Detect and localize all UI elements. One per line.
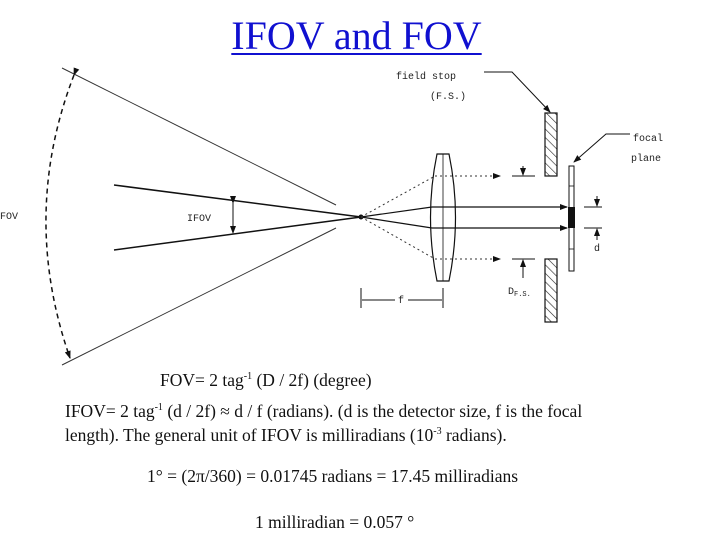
ifov-lower-line	[113, 216, 362, 251]
fov-lower-line	[61, 227, 337, 366]
field-stop-lower	[544, 258, 558, 323]
milliradian-conversion: 1 milliradian = 0.057 °	[255, 512, 415, 532]
lens	[429, 153, 457, 282]
fov-equation: FOV= 2 tag-1 (D / 2f) (degree)	[160, 370, 372, 390]
degree-conversion: 1° = (2π/360) = 0.01745 radians = 17.45 …	[147, 466, 519, 486]
field-stop-leader	[484, 71, 551, 113]
slide-title: IFOV and FOV	[231, 13, 482, 58]
fov-arc	[45, 67, 80, 359]
ifov-upper-line	[113, 184, 362, 218]
focal-plane-leader	[573, 133, 630, 163]
f-label: f	[398, 295, 404, 307]
marginal-ray	[360, 175, 436, 218]
ifov-equation: IFOV= 2 tag-1 (d / 2f) ≈ d / f (radians)…	[65, 401, 583, 421]
field-stop-label: field stop	[396, 71, 456, 83]
fov-upper-line	[61, 67, 337, 206]
ifov-unit-text: length). The general unit of IFOV is mil…	[65, 425, 507, 445]
plane-label: plane	[631, 153, 661, 165]
ifov-label: IFOV	[187, 214, 211, 225]
field-stop-upper	[544, 112, 558, 177]
ray	[360, 216, 433, 229]
dfs-label: DF.S.	[508, 287, 531, 299]
d-label: d	[594, 243, 600, 255]
detector	[568, 207, 575, 228]
ray	[360, 206, 433, 218]
fov-label: FOV	[0, 212, 18, 223]
focal-label: focal	[633, 133, 663, 145]
field-stop-abbr-label: (F.S.)	[430, 91, 466, 103]
marginal-ray	[360, 216, 436, 260]
